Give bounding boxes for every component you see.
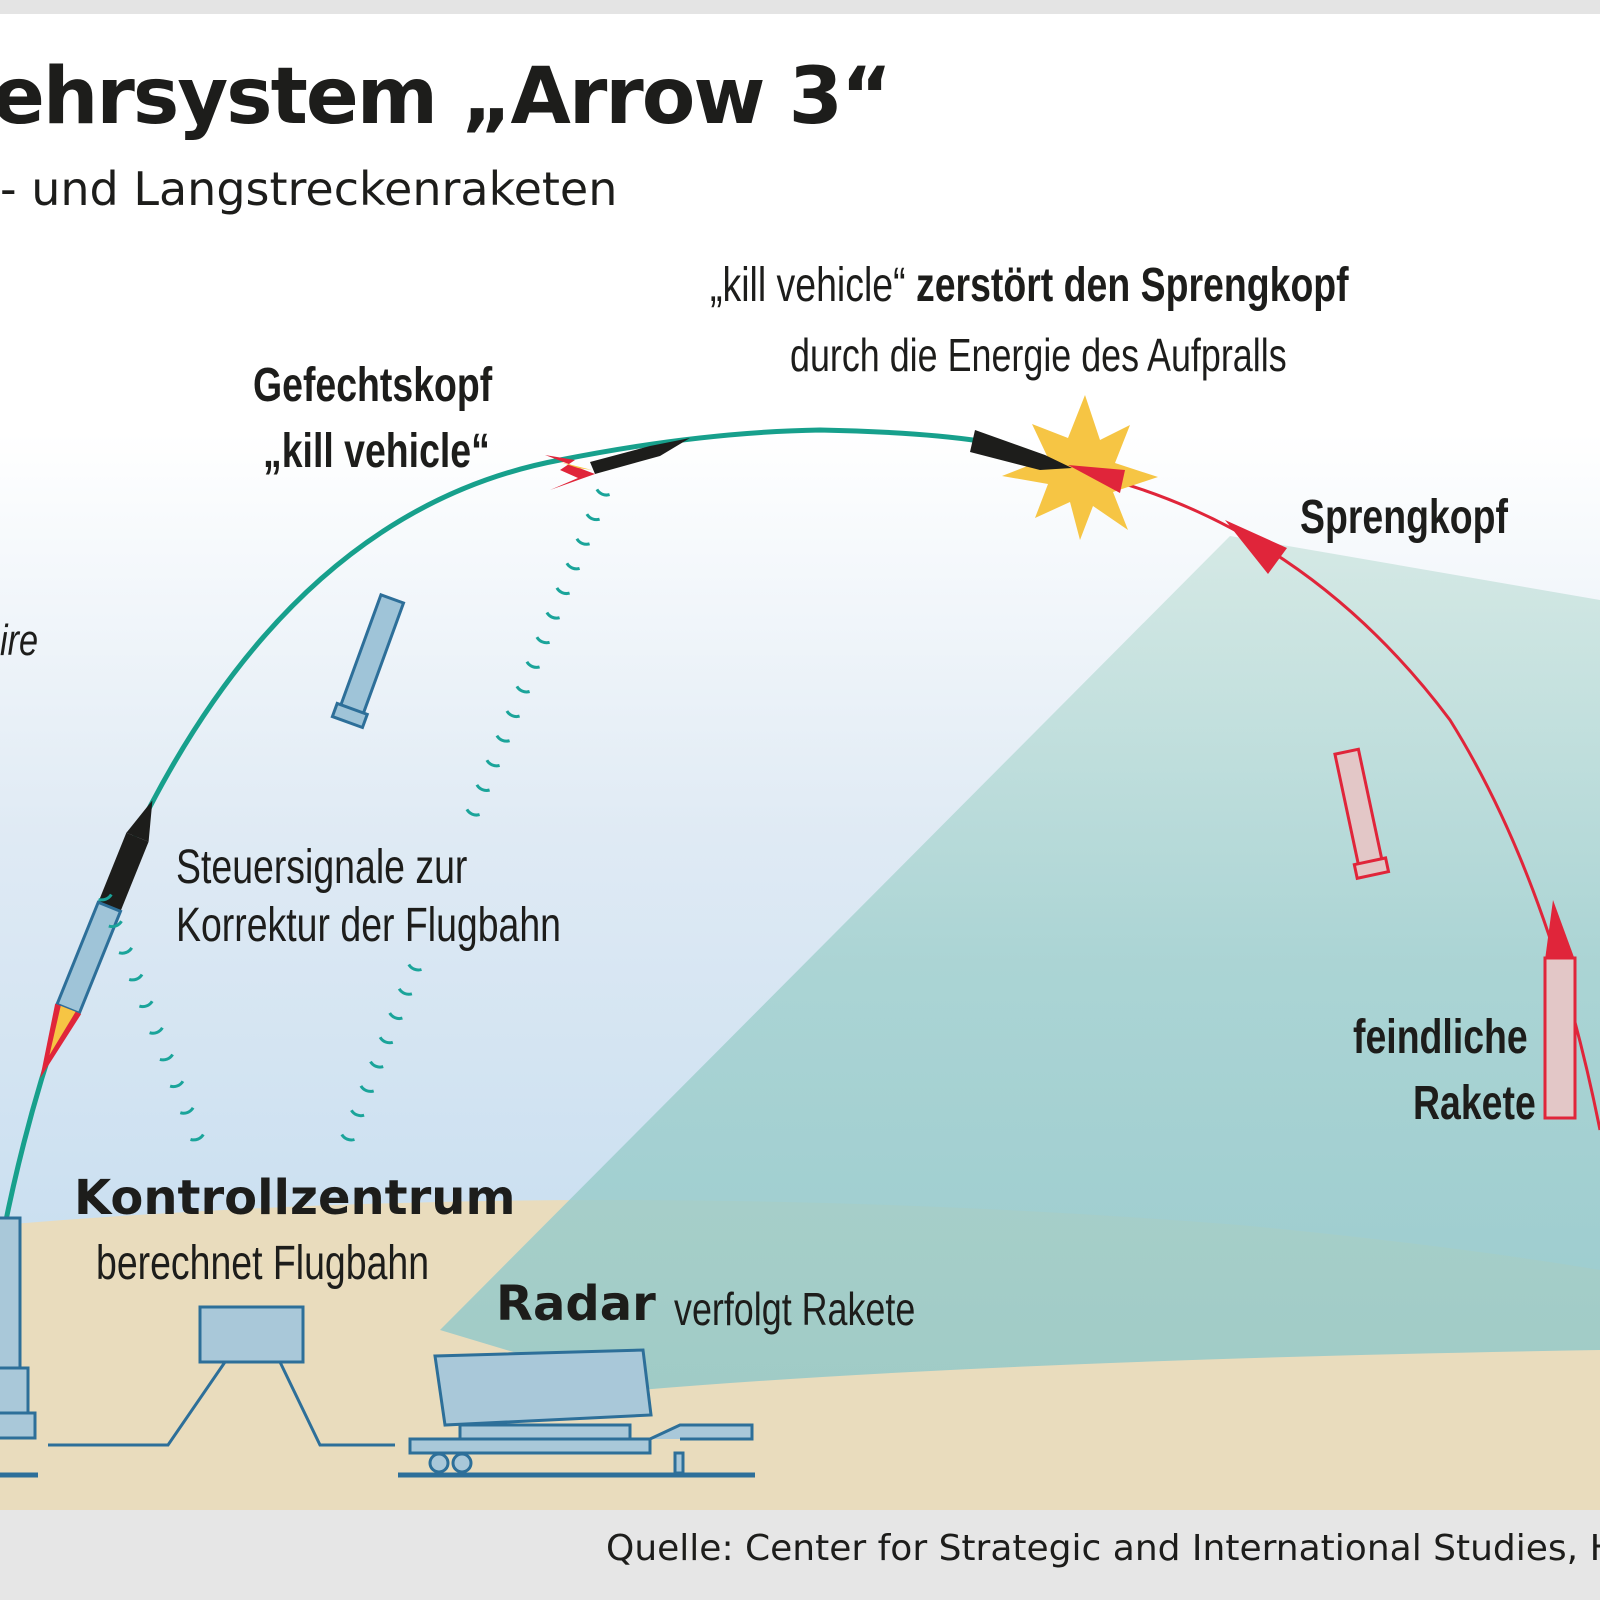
radar-label: Radar [496,1276,656,1332]
kill-vehicle-caption: „kill vehicle“ zerstört den Sprengkopf [710,258,1529,313]
flugbahn-korrektur-label: Korrektur der Flugbahn [176,899,562,952]
kontrollzentrum-detail: berechnet Flugbahn [96,1237,430,1290]
sprengkopf-label: Sprengkopf [1300,491,1509,544]
signal-wave-arc [138,1000,154,1009]
page-subtitle: - und Langstreckenraketen [0,162,618,216]
feindliche-label: feindliche [1353,1011,1528,1064]
page-title: ehrsystem „Arrow 3“ [0,52,892,142]
signal-wave-arc [169,1080,185,1089]
signal-wave-arc [118,946,133,955]
signal-wave-arc [359,1085,375,1093]
signal-wave-arc [388,1012,403,1021]
signal-wave-arc [350,1109,365,1118]
signal-wave-arc [407,963,422,972]
radar-detail: verfolgt Rakete [674,1283,916,1335]
signal-wave-arc [340,1133,355,1142]
signal-wave-arc [535,636,551,645]
spent-enemy-stage-icon [1333,747,1391,881]
bottom-bar [0,1510,1600,1600]
signal-wave-arc [159,1053,174,1062]
signal-wave-arc [98,893,113,902]
signal-wave-arc [465,808,481,817]
signal-wave-arc [149,1026,164,1035]
radar-beam [440,536,1600,1390]
signal-wave-arc [565,562,581,571]
signal-wave-arc [585,513,601,522]
source-note: Quelle: Center for Strategic and Interna… [606,1528,1600,1569]
impact-kill-vehicle-icon [970,430,1072,470]
signal-wave-arc [128,973,144,982]
signal-wave-arc [485,759,501,768]
control-center-icon [48,1305,395,1447]
interceptor-rocket-icon [40,800,153,1079]
top-bar [0,0,1600,14]
signal-wave-arc [575,537,591,546]
partial-left-label: ire [0,616,39,665]
signal-wave-arc [397,987,413,996]
rakete-label: Rakete [1413,1077,1536,1130]
signal-wave-arc [369,1060,384,1069]
kill-vehicle-prefix: „kill vehicle“ [710,259,906,312]
signal-wave-arc [545,611,561,620]
signal-wave-arc [515,685,531,694]
signal-wave-arc [495,734,511,743]
signal-wave-arc [475,783,491,792]
control-signal-waves [98,488,611,1142]
gefechtskopf-kill-vehicle-label: „kill vehicle“ [263,425,490,478]
kontrollzentrum-label: Kontrollzentrum [74,1170,516,1226]
kill-vehicle-action: zerstört den Sprengkopf [915,259,1349,312]
signal-wave-arc [595,488,611,497]
warhead-icon [1068,465,1125,493]
signal-wave-arc [505,710,521,719]
gefechtskopf-label: Gefechtskopf [253,359,493,412]
radar-vehicle-icon [398,1348,755,1478]
signal-wave-arc [108,920,123,929]
signal-wave-arc [555,587,571,596]
signal-wave-arc [525,660,541,669]
steuersignale-label: Steuersignale zur [176,841,468,894]
sprengkopf-arrow-icon [1225,520,1287,574]
signal-wave-arc [190,1133,205,1142]
launcher-icon [0,1216,38,1478]
signal-wave-arc [378,1036,394,1045]
signal-wave-arc [179,1106,195,1115]
kill-vehicle-detail: durch die Energie des Aufpralls [790,329,1287,381]
enemy-rocket-icon [1543,900,1577,1120]
spent-booster-stage-icon [330,592,406,730]
kill-vehicle-icon [545,438,690,490]
